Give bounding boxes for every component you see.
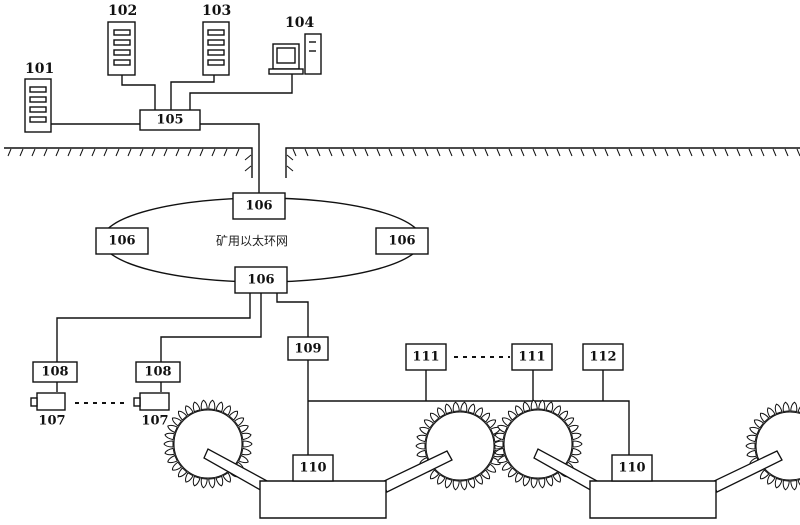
server-101-label: 101 — [25, 61, 54, 77]
camera-adapter-1: 108 — [32, 361, 78, 383]
adapter-108-label: 108 — [41, 365, 68, 380]
sensor-111-1: 111 — [405, 343, 447, 371]
ring-label: 矿用以太环网 — [216, 233, 288, 248]
server-103-label: 103 — [202, 3, 231, 19]
ground-surface-left — [4, 147, 253, 178]
sensor-111-label: 111 — [518, 350, 545, 365]
camera-107-label: 107 — [141, 414, 168, 429]
controller-110-label: 110 — [618, 461, 645, 476]
substation-109-label: 109 — [294, 342, 321, 357]
camera-2: 107 — [133, 392, 170, 429]
server-102-label: 102 — [108, 3, 137, 19]
sensor-111-2: 111 — [511, 343, 553, 371]
surface-connections — [51, 74, 293, 195]
surface-switch-105: 105 — [139, 109, 201, 131]
ring-node-right-label: 106 — [388, 234, 415, 249]
underground-connections — [56, 293, 630, 458]
ground-surface-right — [285, 147, 800, 178]
device-112-label: 112 — [589, 350, 616, 365]
sensor-111-label: 111 — [412, 350, 439, 365]
server-101: 101 — [24, 61, 54, 133]
cutting-drum — [163, 399, 253, 489]
shearer-2: 110 — [493, 399, 800, 519]
ring-node-bottom: 106 — [234, 266, 288, 294]
server-103: 103 — [202, 3, 231, 76]
adapter-108-label: 108 — [144, 365, 171, 380]
camera-1: 107 — [30, 392, 66, 429]
ring-node-top-label: 106 — [245, 199, 272, 214]
ring-node-bottom-label: 106 — [247, 273, 274, 288]
switch-105-label: 105 — [156, 113, 183, 128]
camera-adapter-2: 108 — [135, 361, 181, 383]
ring-node-left: 106 — [95, 227, 149, 255]
cutting-drum — [493, 399, 583, 489]
camera-107-label: 107 — [38, 414, 65, 429]
workstation-104: 104 — [268, 15, 322, 75]
ring-node-left-label: 106 — [108, 234, 135, 249]
ring-node-right: 106 — [375, 227, 429, 255]
cutting-drum — [745, 401, 800, 491]
workstation-104-label: 104 — [285, 15, 314, 31]
cutting-drum — [415, 401, 505, 491]
substation-109: 109 — [287, 336, 329, 361]
server-102: 102 — [107, 3, 137, 76]
device-112: 112 — [582, 343, 624, 371]
ring-node-top: 106 — [232, 192, 286, 220]
controller-110-label: 110 — [299, 461, 326, 476]
shearer-1: 110 — [163, 399, 505, 519]
